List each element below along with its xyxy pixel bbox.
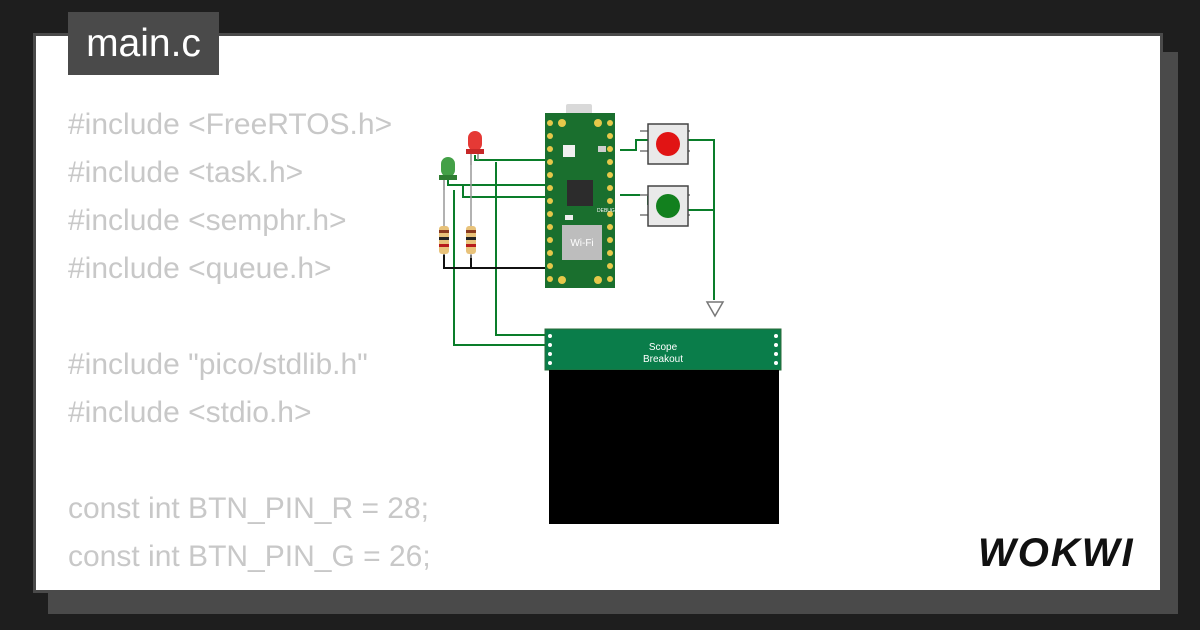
led-red[interactable] bbox=[466, 131, 484, 165]
scope-breakout[interactable]: Scope Breakout bbox=[544, 328, 782, 524]
resistor-2[interactable] bbox=[466, 165, 476, 258]
code-line: const int BTN_PIN_R = 28; bbox=[68, 492, 429, 525]
wifi-label: Wi-Fi bbox=[570, 238, 593, 249]
code-line: #include <stdio.h> bbox=[68, 396, 312, 429]
code-line: #include <FreeRTOS.h> bbox=[68, 108, 393, 141]
code-line: #include <semphr.h> bbox=[68, 204, 347, 237]
pico-board[interactable]: DEBUG Wi-Fi bbox=[545, 104, 615, 288]
code-line: const int BTN_PIN_G = 26; bbox=[68, 540, 431, 573]
code-line: #include <task.h> bbox=[68, 156, 304, 189]
wokwi-logo: WOKWI bbox=[978, 531, 1135, 575]
pushbutton-red[interactable] bbox=[640, 123, 690, 165]
resistor-1[interactable] bbox=[439, 190, 449, 255]
pushbutton-green[interactable] bbox=[640, 185, 690, 227]
led-green[interactable] bbox=[439, 157, 457, 190]
debug-label: DEBUG bbox=[597, 208, 615, 214]
circuit-diagram: DEBUG Wi-Fi Scope Breakout bbox=[439, 104, 782, 524]
file-tab[interactable]: main.c bbox=[68, 12, 219, 75]
code-line: #include "pico/stdlib.h" bbox=[68, 348, 368, 381]
logo-text: WOKWI bbox=[978, 531, 1135, 575]
code-editor[interactable]: #include <FreeRTOS.h> #include <task.h> … bbox=[68, 101, 431, 581]
breakout-label: Breakout bbox=[643, 354, 683, 365]
scope-label: Scope bbox=[649, 342, 678, 353]
code-line: #include <queue.h> bbox=[68, 252, 332, 285]
ground-symbol bbox=[705, 301, 725, 318]
scope-screen bbox=[549, 370, 779, 524]
